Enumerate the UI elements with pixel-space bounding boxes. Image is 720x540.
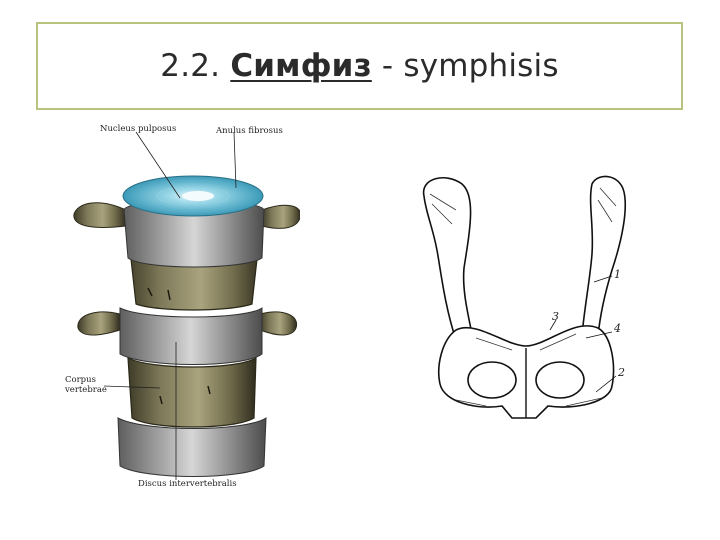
label-anulus-fibrosus: Anulus fibrosus [216,126,283,136]
title-term-ru: Симфиз [230,48,372,84]
label-vertebrae: vertebrae [65,385,107,395]
vertebrae-drawing [73,131,301,480]
slide-title: 2.2. Симфиз - symphisis [160,48,558,84]
label-corpus: Corpus [65,375,96,385]
intervertebral-disc-illustration: Nucleus pulposus Anulus fibrosus Corpus … [48,118,301,490]
title-separator: - [381,48,394,84]
label-2: 2 [618,366,625,379]
pelvis-symphysis-illustration: 1 2 3 4 [416,170,638,432]
pelvis-drawing [422,175,627,419]
title-term-lat: symphisis [403,48,559,84]
slide-title-box: 2.2. Симфиз - symphisis [36,22,683,110]
label-4: 4 [614,322,621,335]
label-nucleus-pulposus: Nucleus pulposus [100,124,177,134]
label-1: 1 [614,268,621,281]
label-discus-intervertebralis: Discus intervertebralis [138,479,237,489]
title-number: 2.2. [160,48,221,84]
label-3: 3 [552,310,559,323]
